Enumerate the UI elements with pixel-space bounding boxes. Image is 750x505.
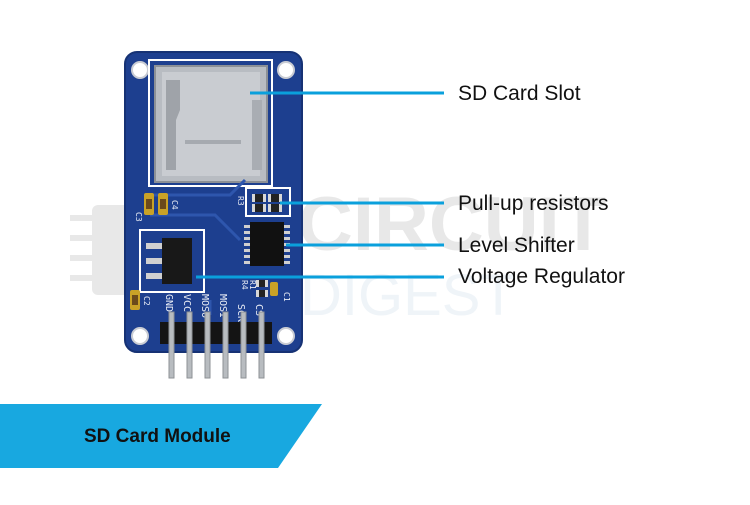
resistors-r1-r4-c1: R4 R1 C1 (240, 280, 291, 302)
level-shifter-ic (244, 222, 290, 266)
capacitor-c2: C2 (130, 290, 151, 310)
label-pull-up-resistors: Pull-up resistors (458, 192, 609, 215)
sd-card-slot-highlight (148, 59, 273, 187)
pin-label-gnd: GND (163, 294, 174, 312)
silk-r4: R4 (240, 280, 249, 290)
pull-up-resistors: R3 (236, 194, 282, 212)
voltage-regulator-highlight (139, 229, 205, 293)
title-banner (0, 404, 322, 468)
silk-r3: R3 (236, 196, 245, 206)
label-level-shifter: Level Shifter (458, 234, 575, 257)
silk-c4: C4 (170, 200, 179, 210)
silk-c1: C1 (282, 292, 291, 302)
label-voltage-regulator: Voltage Regulator (458, 265, 625, 288)
silk-c2: C2 (142, 296, 151, 306)
banner-title: SD Card Module (84, 426, 231, 447)
watermark-line1: CIRCUIT (298, 182, 606, 267)
mount-hole (277, 61, 295, 79)
callout-lines (196, 91, 444, 279)
watermark-line2: DIGEST (300, 263, 516, 328)
silk-r1: R1 (248, 280, 257, 290)
watermark: CIRCUIT DIGEST (70, 182, 606, 328)
pin-header (160, 311, 272, 379)
pin-label-vcc: VCC (181, 294, 192, 312)
voltage-regulator (146, 238, 192, 284)
pin-label-cs: CS (253, 304, 264, 316)
mount-hole (277, 327, 295, 345)
mount-hole (131, 327, 149, 345)
sd-card-module-board: C3 C4 R3 (124, 51, 303, 379)
mount-hole (131, 61, 149, 79)
pin-label-mosi: MOSI (217, 294, 228, 318)
capacitors-c3-c4: C3 C4 (134, 193, 179, 222)
silk-c3: C3 (134, 212, 143, 222)
label-sd-card-slot: SD Card Slot (458, 82, 581, 105)
pin-label-moso: MOSO (199, 294, 210, 318)
sd-card-slot (154, 65, 268, 183)
